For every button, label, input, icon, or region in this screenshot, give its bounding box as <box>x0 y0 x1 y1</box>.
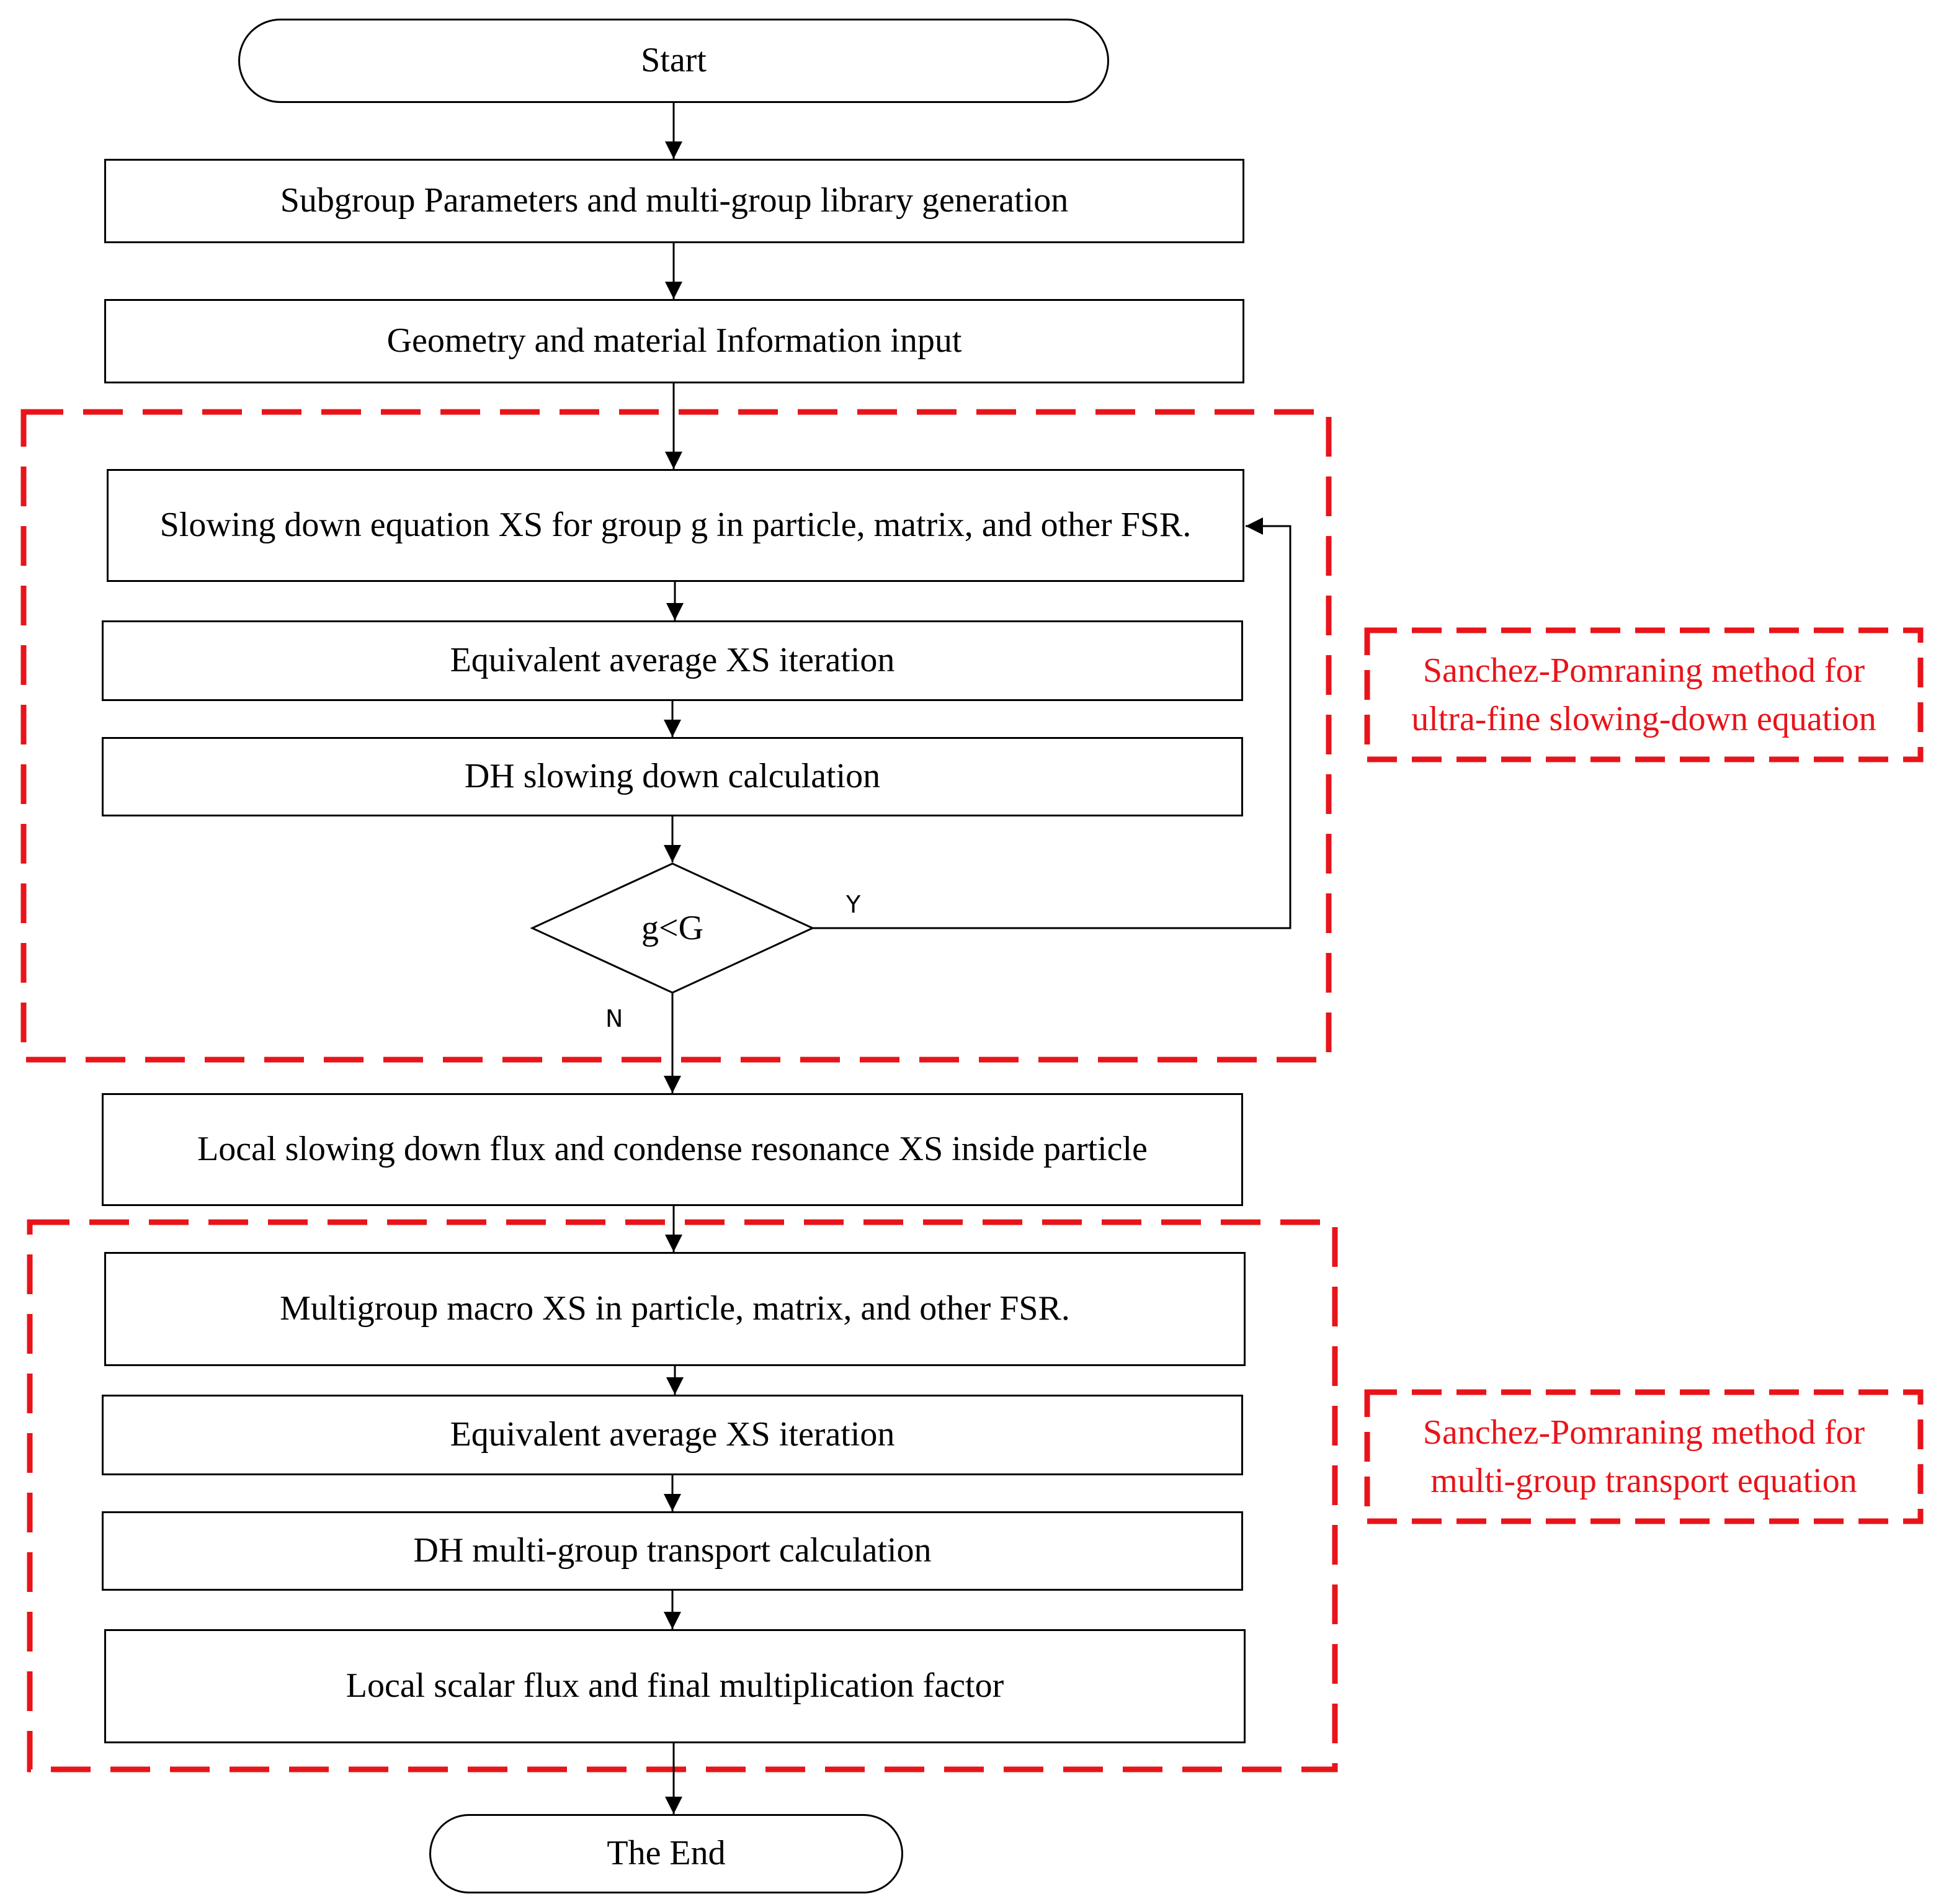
step-equivalent-average-xs-2: Equivalent average XS iteration <box>102 1395 1243 1475</box>
start-terminal: Start <box>238 19 1109 103</box>
step-local-slowing-down-flux: Local slowing down flux and condense res… <box>102 1093 1243 1206</box>
decision-yes-label: Y <box>846 891 861 918</box>
edge-decision-yes-loop <box>813 517 1291 929</box>
slowing-down-note-box <box>1364 627 1924 762</box>
transport-note-box <box>1364 1389 1924 1524</box>
transport-group-box <box>27 1219 1338 1772</box>
step-local-scalar-flux: Local scalar flux and final multiplicati… <box>104 1629 1246 1743</box>
end-terminal: The End <box>429 1814 903 1893</box>
transport-method-note: Sanchez-Pomraning method for multi-group… <box>1422 1413 1865 1500</box>
decision-label: g<G <box>641 909 704 947</box>
decision-no-label: N <box>605 1005 623 1032</box>
step-slowing-down-equation: Slowing down equation XS for group g in … <box>107 469 1244 582</box>
step-dh-multigroup-transport: DH multi-group transport calculation <box>102 1511 1243 1591</box>
step-equivalent-average-xs-1: Equivalent average XS iteration <box>102 620 1243 701</box>
slowing-down-group-box <box>20 409 1332 1063</box>
slowing-down-method-note: Sanchez-Pomraning method for ultra-fine … <box>1411 651 1876 738</box>
step-multigroup-macro-xs: Multigroup macro XS in particle, matrix,… <box>104 1252 1246 1366</box>
step-dh-slowing-down: DH slowing down calculation <box>102 737 1243 816</box>
step-geometry-input: Geometry and material Information input <box>104 299 1244 383</box>
decision-diamond <box>530 862 815 994</box>
step-subgroup-parameters: Subgroup Parameters and multi-group libr… <box>104 159 1244 243</box>
